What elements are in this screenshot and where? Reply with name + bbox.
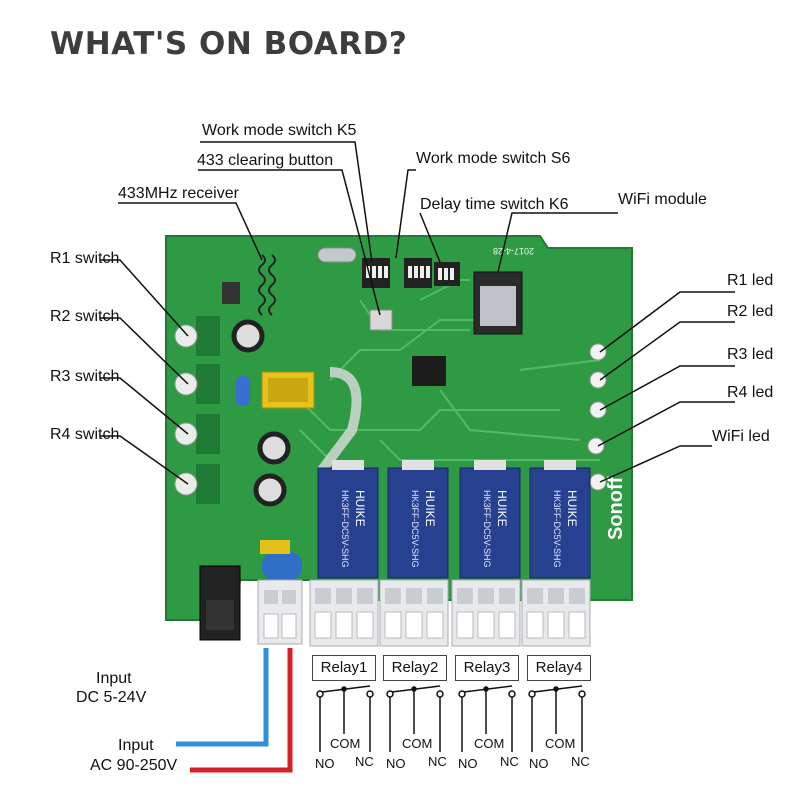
relay-3-switch-symbol — [458, 685, 516, 752]
input-ac-label-1: Input — [118, 737, 154, 754]
capacitor-blue — [236, 376, 250, 406]
callout-work-mode-k5: Work mode switch K5 — [202, 122, 357, 139]
callout-433-receiver: 433MHz receiver — [118, 185, 239, 202]
relay2-nc: NC — [428, 754, 447, 769]
page-title: WHAT'S ON BOARD? — [50, 26, 408, 62]
callout-wifi-module: WiFi module — [618, 191, 707, 208]
callout-r4-led: R4 led — [727, 384, 774, 401]
capacitor-blue — [262, 552, 302, 580]
relay-1-switch-symbol — [316, 685, 374, 752]
callout-wifi-led: WiFi led — [712, 428, 770, 445]
callout-r1-led: R1 led — [727, 272, 774, 289]
ac-wire-blue — [176, 648, 269, 747]
pcb-isolation-slot — [318, 367, 362, 473]
relay4-nc: NC — [571, 754, 590, 769]
capacitor — [257, 431, 291, 465]
relay-label-3: Relay3 — [455, 655, 519, 681]
relay-1-terminal — [309, 579, 379, 647]
status-leds — [587, 343, 607, 491]
relay-model-text: HK3FF-DC5V-SHG — [340, 490, 350, 568]
capacitor — [253, 473, 287, 507]
relay-2-switch-symbol — [386, 685, 444, 752]
relay-3-terminal — [451, 579, 521, 647]
callout-r3-led: R3 led — [727, 346, 774, 363]
callout-r1-switch: R1 switch — [50, 250, 120, 267]
callout-r4-switch: R4 switch — [50, 426, 120, 443]
relay4-no: NO — [529, 756, 549, 771]
relay-model-text: HK3FF-DC5V-SHG — [482, 490, 492, 568]
dip-switch-k6 — [434, 262, 460, 286]
relay-brand-text: HUIKE — [495, 490, 509, 527]
relay-model-text: HK3FF-DC5V-SHG — [410, 490, 420, 568]
callout-r2-switch: R2 switch — [50, 308, 120, 325]
capacitor — [231, 319, 265, 353]
relay-4-terminal — [521, 579, 591, 647]
relay3-no: NO — [458, 756, 478, 771]
crystal — [317, 247, 357, 263]
relay-4-switch-symbol — [528, 685, 586, 752]
callout-work-mode-s6: Work mode switch S6 — [416, 150, 571, 167]
relay2-com: COM — [402, 736, 433, 751]
clearing-button — [369, 309, 393, 331]
relay-brand-text: HUIKE — [353, 490, 367, 527]
relay2-no: NO — [386, 756, 406, 771]
relay-brand-text: HUIKE — [565, 490, 579, 527]
capacitor-yellow — [260, 540, 290, 554]
brand-logo: Sonoff — [605, 476, 627, 540]
inductor — [222, 282, 240, 304]
relay-model-text: HK3FF-DC5V-SHG — [552, 490, 562, 568]
callout-delay-switch: Delay time switch K6 — [420, 196, 569, 213]
relay1-nc: NC — [355, 754, 374, 769]
relay-label-4: Relay4 — [527, 655, 591, 681]
callout-clearing-button: 433 clearing button — [197, 152, 334, 169]
input-dc-label-1: Input — [96, 670, 132, 687]
relay-label-2: Relay2 — [383, 655, 447, 681]
relay4-com: COM — [545, 736, 576, 751]
pcb-date: 2017-4-28 — [493, 246, 534, 256]
callout-r2-led: R2 led — [727, 303, 774, 320]
callout-r3-switch: R3 switch — [50, 368, 120, 385]
relay-2-terminal — [379, 579, 449, 647]
dip-switch-s6 — [404, 258, 432, 288]
mcu-chip — [412, 356, 446, 386]
relay-label-1: Relay1 — [312, 655, 376, 681]
relay1-com: COM — [330, 736, 361, 751]
relay-brand-text: HUIKE — [423, 490, 437, 527]
ac-wire-red — [190, 648, 293, 773]
input-dc-label-2: DC 5-24V — [76, 689, 147, 706]
receiver-antenna — [258, 254, 276, 316]
relay3-nc: NC — [500, 754, 519, 769]
relay1-no: NO — [315, 756, 335, 771]
leader-lines — [100, 141, 735, 485]
input-ac-label-2: AC 90-250V — [90, 757, 178, 774]
relay3-com: COM — [474, 736, 505, 751]
